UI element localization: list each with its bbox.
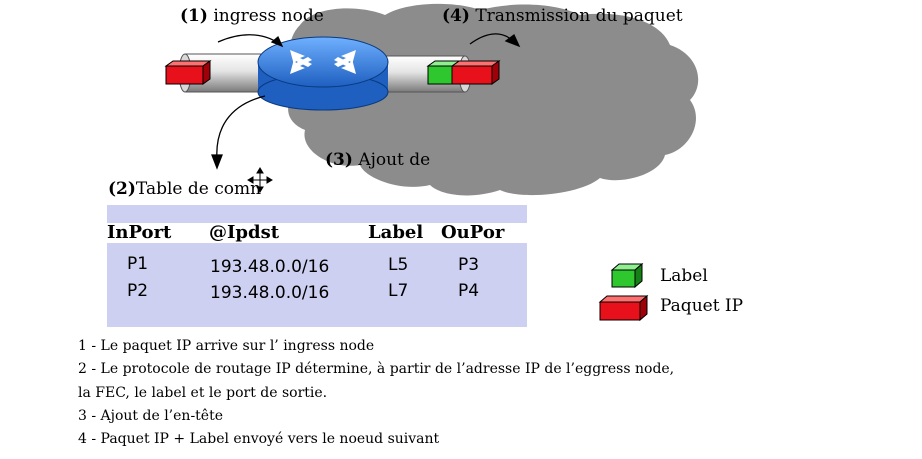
move-cursor-icon — [247, 167, 273, 193]
router-arrows-icon — [290, 50, 356, 74]
table-cell: L7 — [388, 281, 409, 301]
ingress-node-label: (1) ingress node — [180, 6, 324, 26]
table-header-inport: InPort — [107, 222, 172, 243]
table-header-outport: OuPor — [441, 222, 505, 243]
incoming-ip-packet — [164, 60, 212, 85]
table-title: (2)Table de comn — [108, 179, 262, 199]
arrow-to-router-head — [270, 35, 284, 48]
network-cloud — [288, 3, 699, 196]
step-2-continued: la FEC, le label et le port de sortie. — [78, 385, 328, 401]
ingress-router — [257, 36, 389, 111]
arrow-to-table — [216, 95, 266, 161]
outgoing-labeled-packet — [426, 60, 501, 85]
table-cell: P3 — [458, 255, 480, 275]
step-1: 1 - Le paquet IP arrive sur l’ ingress n… — [78, 338, 375, 354]
table-cell: 193.48.0.0/16 — [210, 283, 330, 303]
table-cell: 193.48.0.0/16 — [210, 257, 330, 277]
step-3: 3 - Ajout de l’en-tête — [78, 408, 223, 424]
ajout-label: (3) Ajout de — [325, 150, 431, 170]
legend-label-text: Label — [660, 266, 708, 286]
table-cell: P1 — [127, 254, 149, 274]
table-cell: L5 — [388, 255, 409, 275]
arrow-to-router — [217, 34, 283, 47]
legend-label-icon — [610, 262, 644, 289]
table-header-label: Label — [368, 222, 424, 243]
step-2: 2 - Le protocole de routage IP détermine… — [78, 361, 675, 377]
legend-paquet-text: Paquet IP — [660, 296, 744, 316]
arrow-to-cloud-head — [504, 33, 521, 48]
table-header-ipdst: @Ipdst — [209, 222, 280, 243]
arrow-to-cloud — [469, 33, 513, 45]
table-header-band — [107, 223, 527, 243]
table-cell: P2 — [127, 281, 149, 301]
arrow-to-table-head — [211, 154, 223, 170]
step-4: 4 - Paquet IP + Label envoyé vers le noe… — [78, 431, 440, 447]
table-cell: P4 — [458, 281, 480, 301]
legend-ip-packet-icon — [598, 294, 649, 322]
transmission-label: (4) Transmission du paquet — [442, 6, 683, 26]
